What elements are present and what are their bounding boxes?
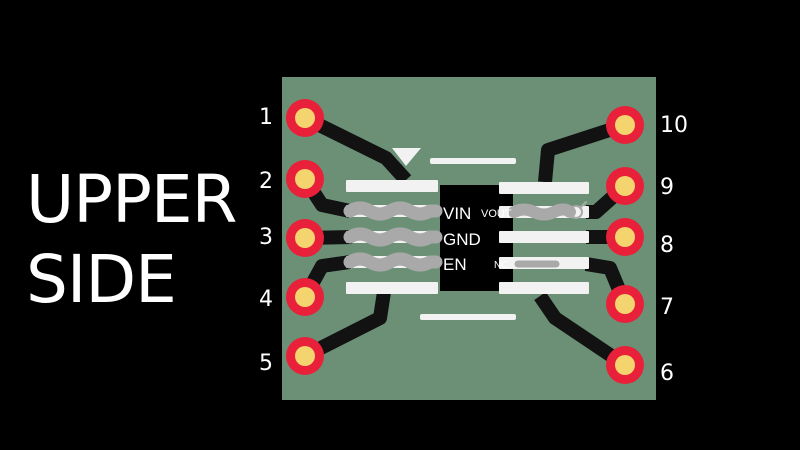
pad-pin-2 [286,160,324,198]
pad-pin-8 [606,218,644,256]
pad-right-1 [499,182,589,194]
title-line-side: SIDE [26,241,177,318]
pin-number-5: 5 [259,351,273,376]
pad-pin-4 [286,278,324,316]
pad-right-5 [499,282,589,294]
pad-pin-9 [606,167,644,205]
chip-label-vin: VIN [443,204,471,223]
pin-number-8: 8 [660,233,674,258]
pad-left-1 [346,180,438,192]
chip-pin-dot-gnd [429,231,441,243]
pads-right [606,106,644,384]
pad-pin-10 [606,106,644,144]
title-line-upper: UPPER [26,161,237,238]
chip-label-nc: NC [494,260,508,271]
pin-number-3: 3 [259,225,273,250]
solder-wires-left [343,201,443,272]
pad-pin-1 [286,99,324,137]
chip-pin-dots-left [429,205,441,268]
pin-numbers-left: 1 2 3 4 5 [259,105,273,376]
solder-wire-vin [343,201,443,221]
pad-left-5 [346,282,438,294]
pad-right-3 [499,231,589,243]
pin-number-6: 6 [660,361,674,386]
chip-pin-dot-en [429,256,441,268]
pin1-marker-triangle [392,148,421,166]
trace-pin-5 [301,290,391,363]
silkscreen-line-bottom [420,314,516,320]
pin-number-1: 1 [259,105,273,130]
trace-pin-10 [538,118,628,183]
trace-pin-6 [534,292,629,371]
pin-number-9: 9 [660,175,674,200]
chip-pin-dot-vin [429,205,441,217]
pin-number-10: 10 [660,113,688,138]
pin-number-2: 2 [259,169,273,194]
chip-pin-dot-vout [569,205,583,219]
chip-label-en: EN [443,255,467,274]
pad-pin-5 [286,337,324,375]
solder-wire-en [343,252,443,272]
solder-wire-gnd [343,227,443,247]
chip-label-gnd: GND [443,230,481,249]
pad-pin-7 [606,285,644,323]
pads-left [286,99,324,375]
solder-wires-right [508,201,587,268]
trace-pin-1 [301,111,412,185]
pin-number-4: 4 [259,287,273,312]
pad-pin-6 [606,346,644,384]
pad-pin-3 [286,219,324,257]
chip-pin-tick-vout [579,201,587,209]
page-title: UPPER SIDE [26,160,237,320]
solder-wire-vout [508,203,576,221]
silkscreen-line-top [430,158,516,164]
chip-label-vout: VOUT [481,208,512,220]
pin-numbers-right: 10 9 8 7 6 [660,113,688,386]
pin-number-7: 7 [660,295,674,320]
